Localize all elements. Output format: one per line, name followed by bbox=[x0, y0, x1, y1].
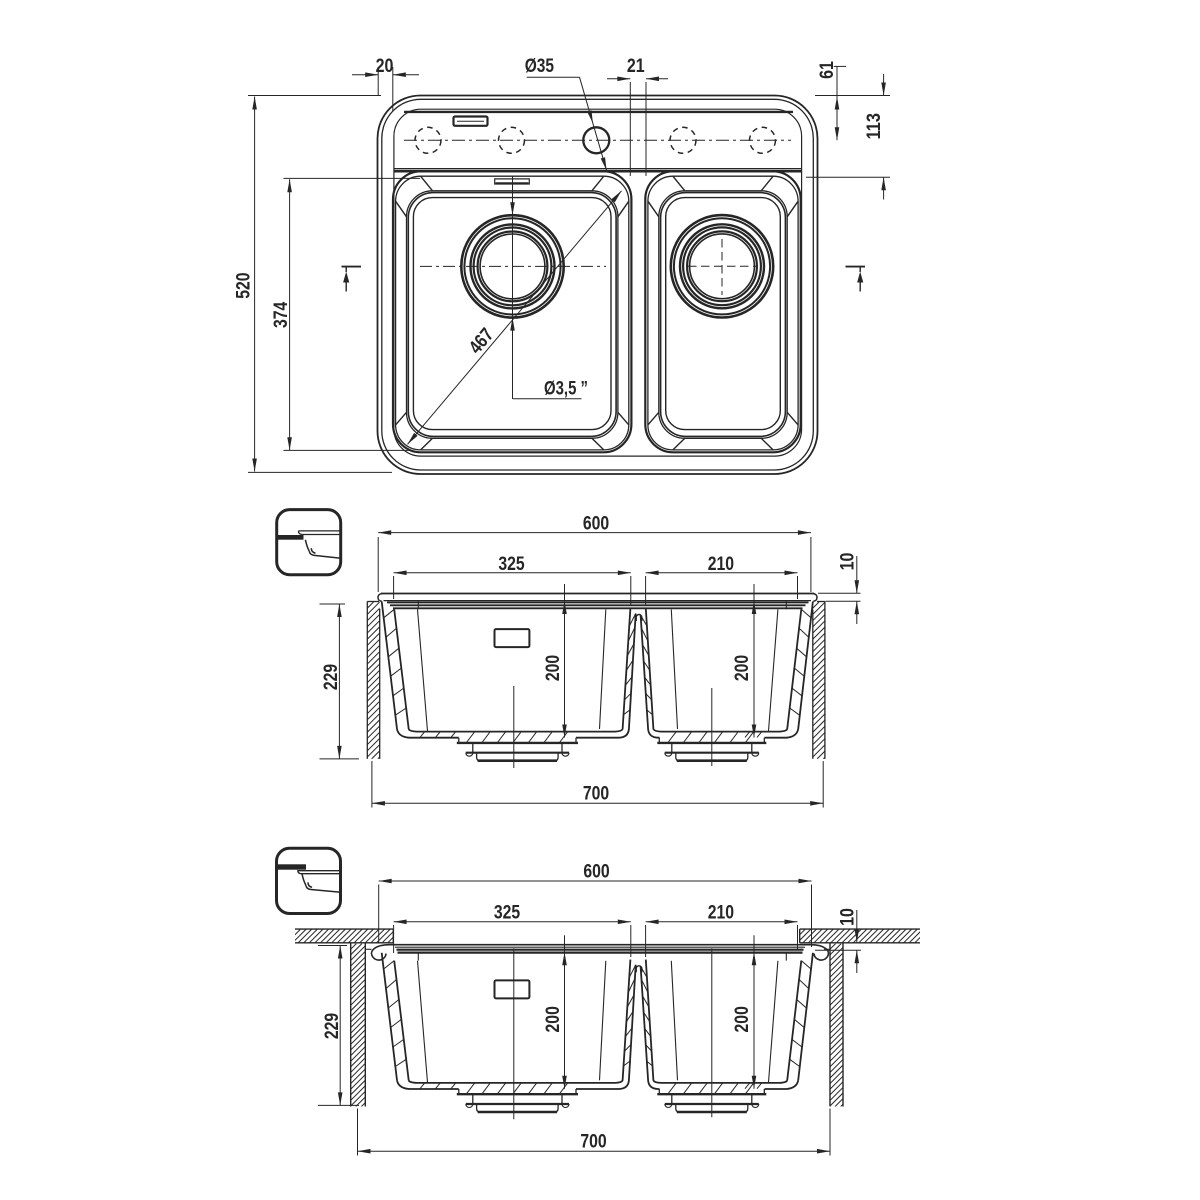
svg-text:520: 520 bbox=[234, 272, 255, 298]
svg-text:21: 21 bbox=[627, 56, 645, 77]
svg-text:210: 210 bbox=[708, 903, 734, 924]
svg-text:229: 229 bbox=[322, 1013, 343, 1039]
svg-text:10: 10 bbox=[837, 553, 858, 571]
svg-text:Ø35: Ø35 bbox=[525, 56, 555, 77]
svg-text:374: 374 bbox=[271, 301, 292, 328]
svg-text:113: 113 bbox=[864, 113, 885, 139]
svg-text:600: 600 bbox=[583, 513, 609, 534]
svg-text:20: 20 bbox=[376, 56, 394, 77]
svg-text:10: 10 bbox=[837, 908, 858, 926]
svg-text:600: 600 bbox=[583, 862, 609, 883]
svg-text:325: 325 bbox=[494, 903, 521, 924]
svg-text:Ø3,5 ”: Ø3,5 ” bbox=[544, 378, 588, 399]
svg-text:229: 229 bbox=[321, 664, 342, 690]
svg-text:210: 210 bbox=[708, 554, 734, 575]
svg-text:700: 700 bbox=[580, 1131, 606, 1152]
svg-text:325: 325 bbox=[498, 554, 525, 575]
svg-text:700: 700 bbox=[583, 783, 609, 804]
svg-text:200: 200 bbox=[732, 655, 753, 681]
svg-text:200: 200 bbox=[732, 1006, 753, 1032]
svg-text:61: 61 bbox=[817, 61, 838, 79]
svg-text:200: 200 bbox=[543, 655, 564, 681]
svg-text:200: 200 bbox=[543, 1006, 564, 1032]
